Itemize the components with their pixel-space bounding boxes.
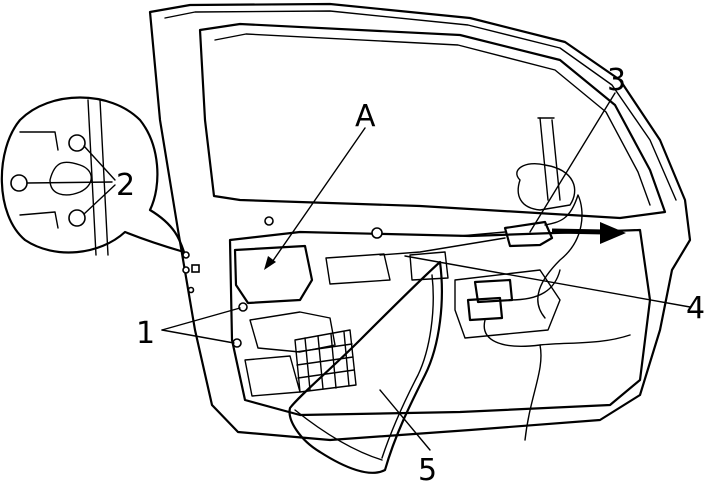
side-hole [182,251,190,259]
callout-a: A [355,99,376,134]
leader-1b [161,329,235,344]
panel-hole [264,216,274,226]
pull-direction-arrow [551,222,626,244]
callout-5: 5 [418,453,437,488]
screw-hole [68,134,86,152]
callout-4: 4 [686,291,705,326]
leader-3 [529,92,616,233]
leader-lines [161,92,691,451]
leader-5 [379,389,431,451]
clip-hole [238,302,248,312]
leader-1a [161,307,241,331]
callout-3: 3 [607,63,626,98]
panel-hole [371,227,383,239]
side-hole [187,286,195,294]
door-frame [148,2,692,442]
trim-panel [288,260,443,474]
side-slot [191,264,200,273]
speaker-mesh [294,329,357,393]
regulator-motor [466,269,631,441]
side-hole [182,266,190,274]
window-opening [198,22,667,220]
callout-1: 1 [136,316,155,351]
inner-panel [182,163,652,417]
leader-a [269,127,366,266]
detail-inset [0,96,186,256]
screw-hole [68,209,86,227]
screw-hole [10,174,28,192]
leader-4 [404,255,691,308]
callout-2: 2 [116,168,135,203]
